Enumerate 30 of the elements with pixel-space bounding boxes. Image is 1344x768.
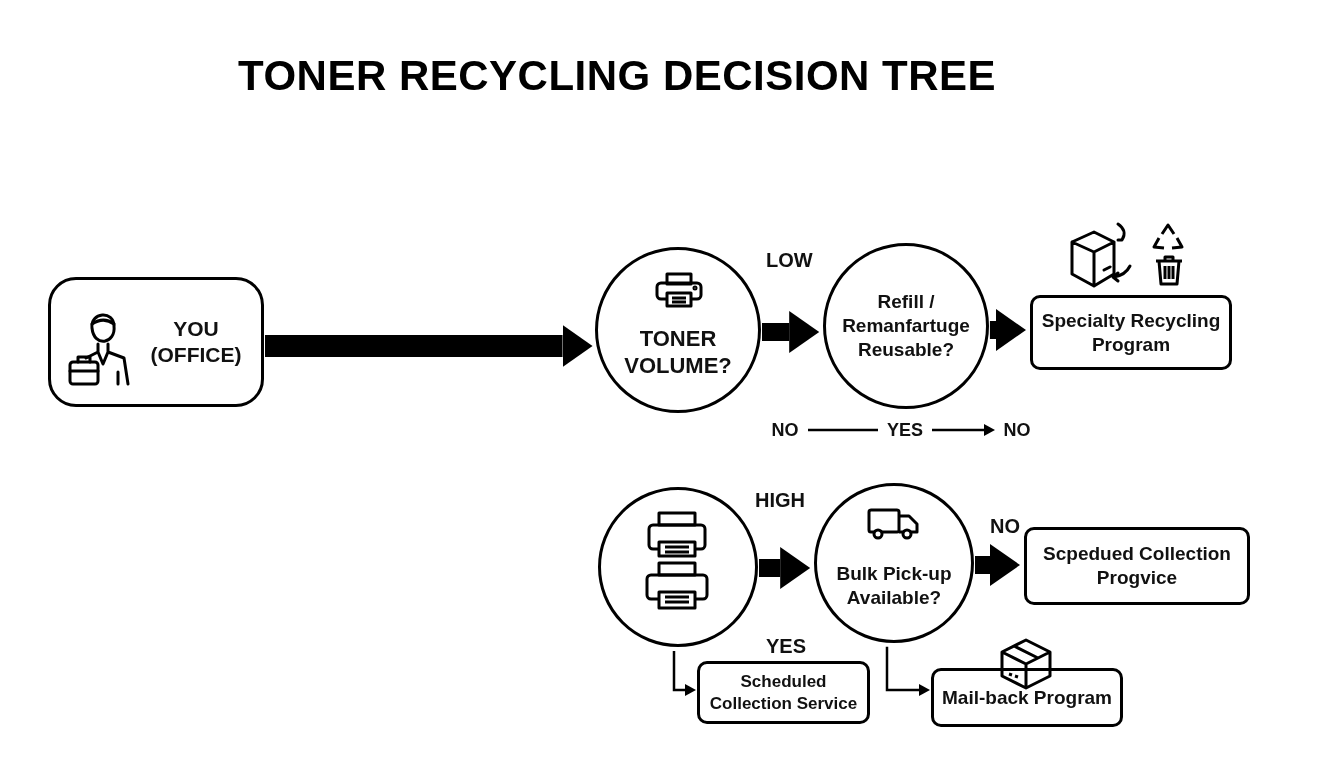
node-text: Refill / Remanfartuge Reusable? xyxy=(841,290,971,362)
branch-label: NO xyxy=(990,515,1020,538)
process-box xyxy=(697,661,870,724)
branch-label: NO xyxy=(1000,419,1034,441)
thick-arrow xyxy=(974,544,1020,586)
process-box xyxy=(1024,527,1250,605)
branch-label: HIGH xyxy=(755,489,805,512)
thick-arrow xyxy=(762,311,820,353)
node-text: Scpedued Collection Progvice xyxy=(1042,542,1232,590)
arrow xyxy=(932,424,995,436)
diagram-title: TONER RECYCLING DECISION TREE xyxy=(238,52,997,100)
node-text: Specialty Recycling Program xyxy=(1040,308,1222,357)
branch-label: LOW xyxy=(766,249,813,272)
branch-label: YES xyxy=(766,635,807,658)
thick-arrow xyxy=(265,325,593,367)
node-text: Bulk Pick-up Available? xyxy=(835,562,953,610)
person-box xyxy=(48,277,264,407)
arrow xyxy=(672,650,696,696)
node-text: TONER VOLUME? xyxy=(623,324,733,380)
process-box xyxy=(931,668,1123,727)
node-text: Mail-back Program xyxy=(942,685,1112,710)
branch-label: YES xyxy=(884,419,926,441)
thick-arrow xyxy=(759,547,811,589)
node-text: YOU (OFFICE) xyxy=(149,315,243,368)
branch-label: NO xyxy=(768,419,802,441)
thick-arrow xyxy=(989,309,1026,351)
process-box xyxy=(1030,295,1232,370)
node-text: Scheduled Collection Service xyxy=(708,671,859,714)
arrow xyxy=(885,646,930,696)
connector-line xyxy=(808,428,878,432)
